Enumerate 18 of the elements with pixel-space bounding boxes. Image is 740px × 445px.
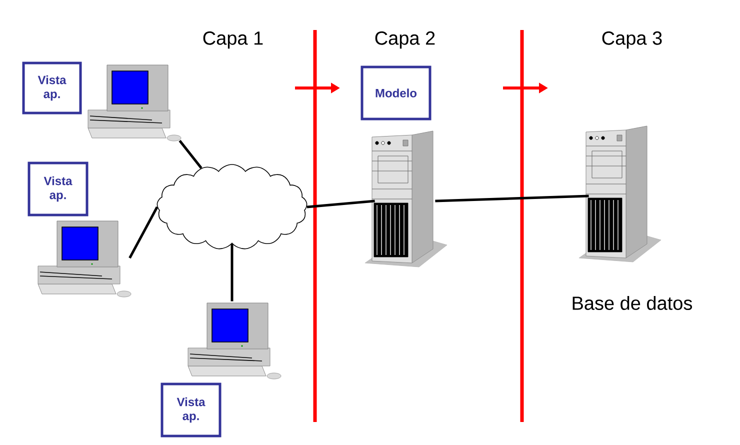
label-box: Vista ap. <box>28 162 88 216</box>
caption-text: Base de datos <box>572 296 692 310</box>
computer-drawing <box>38 220 132 298</box>
layer-label: Capa 1 <box>203 31 263 49</box>
label-box: Modelo <box>360 66 432 120</box>
connector-line <box>306 200 375 208</box>
connector-line <box>178 140 202 169</box>
label-box: Vista ap. <box>160 382 222 438</box>
layer-label: Capa 2 <box>375 31 435 49</box>
layer-label: Capa 3 <box>602 31 662 49</box>
server-drawing <box>364 130 448 268</box>
computer-drawing <box>88 64 182 142</box>
computer-drawing <box>188 302 282 380</box>
label-box: Vista ap. <box>22 62 82 114</box>
network-cloud <box>156 164 308 250</box>
connector-line <box>128 206 158 259</box>
connector-line <box>435 194 589 202</box>
server-drawing <box>578 126 662 262</box>
